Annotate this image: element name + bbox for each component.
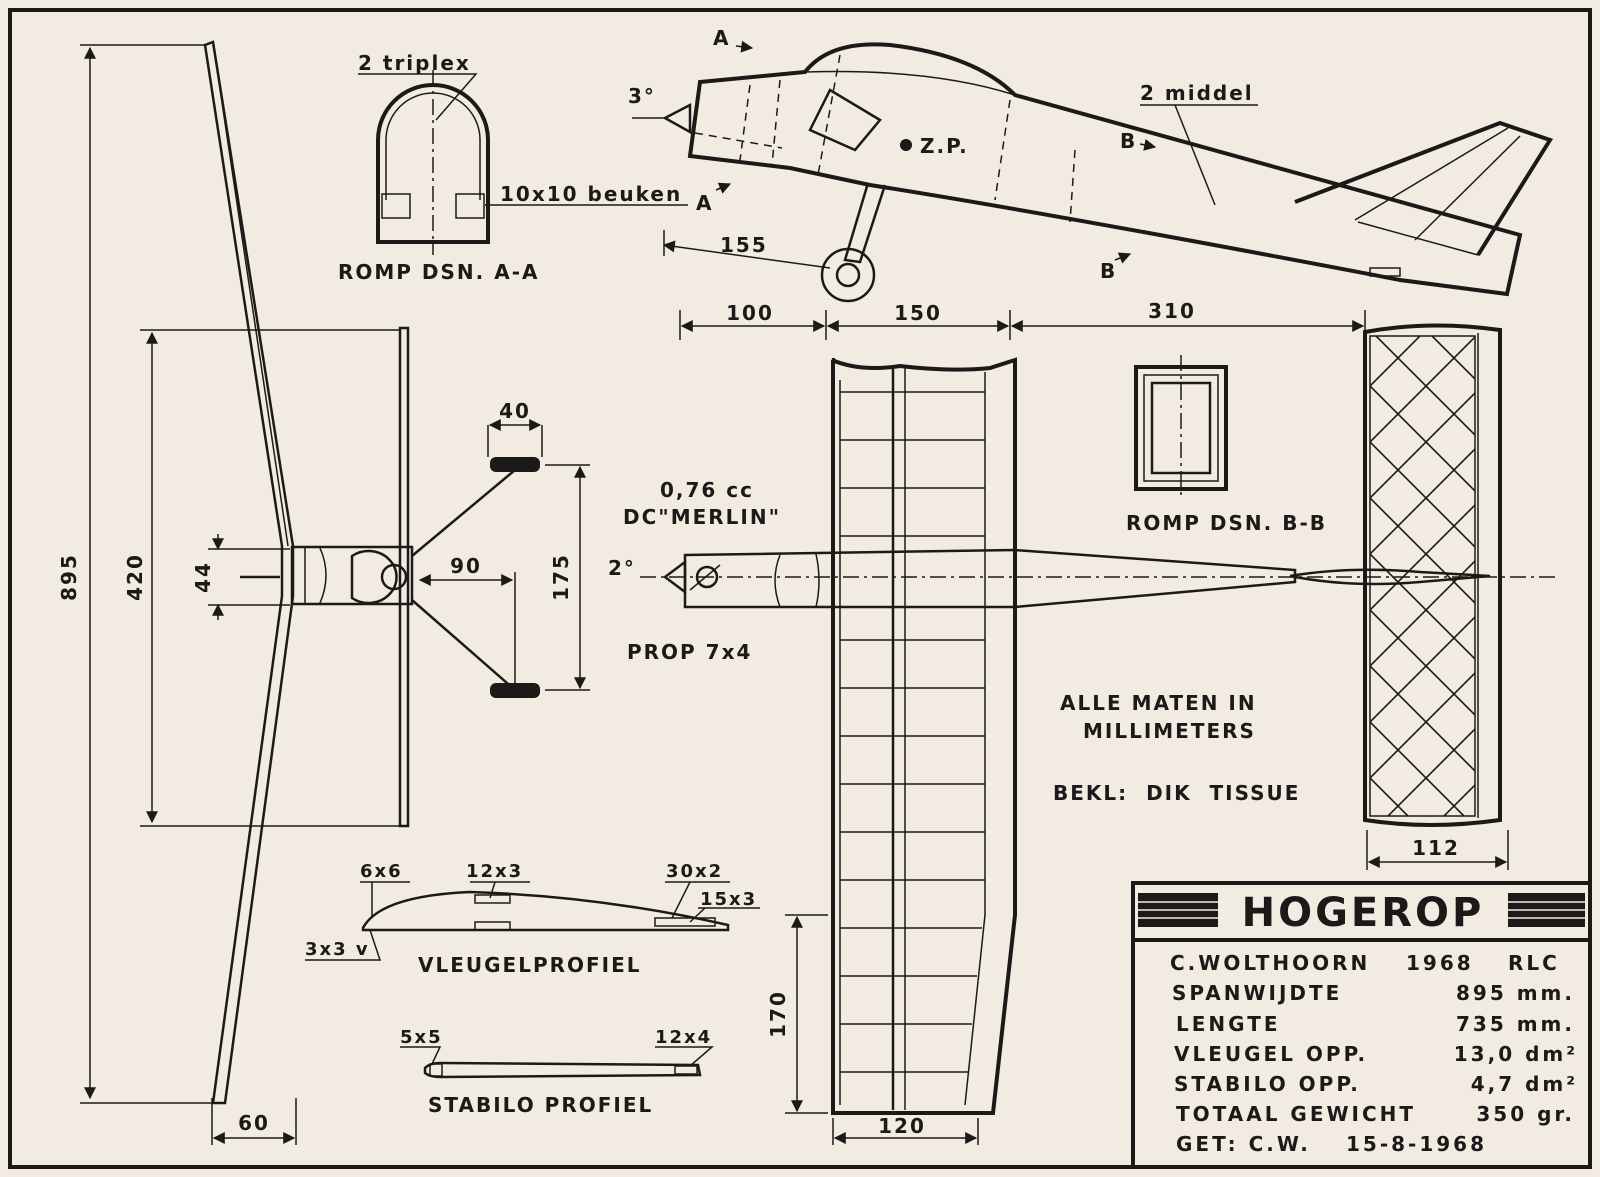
spinner	[380, 563, 408, 591]
side-fuselage	[687, 42, 1523, 297]
title-block: HOGEROP C.WOLTHOORN 1968 RLC SPANWIJDTE …	[1131, 881, 1592, 1169]
top-view: 2° 170 120 112	[608, 323, 1555, 1145]
spec-club: RLC	[1508, 951, 1560, 975]
spec-row-value: 895 mm.	[1456, 981, 1575, 1005]
dim-170: 170	[766, 990, 790, 1038]
cg-mark	[900, 139, 912, 151]
spec-row-value: 350 gr.	[1476, 1102, 1575, 1126]
left-wheel	[490, 457, 540, 472]
stabilo-profile: 5x5 12x4 STABILO PROFIEL	[400, 1027, 715, 1117]
label-sec-a1: A	[713, 26, 730, 50]
spec-row-label: TOTAAL GEWICHT	[1176, 1102, 1416, 1126]
label-sec-a2: A	[696, 191, 713, 215]
wing-profile: 6x6 12x3 30x2 15x3 3x3 v VLEUGELPROFIEL	[305, 861, 760, 977]
dim-120: 120	[878, 1114, 926, 1138]
spec-row-label: VLEUGEL OPP.	[1174, 1042, 1368, 1066]
dim-310: 310	[1148, 299, 1196, 323]
dim-44: 44	[191, 561, 215, 593]
spec-row-value: 4,7 dm²	[1471, 1072, 1578, 1096]
front-wing	[203, 40, 295, 1105]
section-b-b: ROMP DSN. B-B	[1126, 355, 1327, 535]
note-alle-maten-1: ALLE MATEN IN	[1060, 691, 1257, 715]
top-fuselage	[683, 548, 1297, 609]
dim-175: 175	[549, 553, 573, 601]
front-fin	[398, 326, 410, 828]
right-wheel	[490, 683, 540, 698]
spec-author: C.WOLTHOORN	[1170, 951, 1370, 975]
title-hogerop: HOGEROP	[1242, 890, 1485, 936]
spec-date: 15-8-1968	[1346, 1132, 1487, 1156]
dim-155: 155	[720, 233, 768, 257]
label-angle-top: 2°	[608, 556, 636, 580]
label-beuken: 10x10 beuken	[500, 182, 682, 206]
label-engine-cc: 0,76 cc	[660, 478, 754, 502]
dim-112: 112	[1412, 836, 1460, 860]
side-wheel	[820, 247, 876, 303]
spec-row-label: SPANWIJDTE	[1172, 981, 1342, 1005]
top-dimensions: 100 150 310	[679, 299, 1366, 340]
label-prop: PROP 7x4	[627, 640, 752, 664]
label-5x5: 5x5	[400, 1027, 443, 1048]
label-vleugelprofiel: VLEUGELPROFIEL	[418, 953, 642, 977]
label-angle-side: 3°	[628, 84, 656, 108]
spec-year: 1968	[1406, 951, 1474, 975]
wing-ribs	[840, 391, 985, 1073]
label-romp-a: ROMP DSN. A-A	[338, 260, 540, 284]
label-sec-b1: B	[1120, 129, 1137, 153]
front-view: 895 420 44 60 40 175 90	[57, 40, 590, 1145]
dim-tail-span: 420	[123, 553, 147, 601]
label-15x3: 15x3	[700, 889, 757, 910]
dim-60: 60	[238, 1111, 270, 1135]
top-wing	[831, 357, 1017, 1115]
label-sec-b2: B	[1100, 259, 1117, 283]
label-12x3: 12x3	[466, 861, 523, 882]
label-3x3v: 3x3 v	[305, 939, 370, 960]
dim-90: 90	[450, 554, 482, 578]
dim-span: 895	[57, 553, 81, 601]
spec-row-label: STABILO OPP.	[1174, 1072, 1361, 1096]
label-romp-b: ROMP DSN. B-B	[1126, 511, 1327, 535]
dim-100: 100	[726, 301, 774, 325]
section-a-a: 2 triplex 10x10 beuken ROMP DSN. A-A	[338, 51, 688, 284]
sheet-border	[8, 8, 1592, 1169]
side-view: 3° Z.P. 2 middel A A B B 155	[628, 26, 1554, 303]
spec-row-label: LENGTE	[1176, 1012, 1281, 1036]
label-12x4: 12x4	[655, 1027, 712, 1048]
dim-150: 150	[894, 301, 942, 325]
side-fin	[1294, 120, 1554, 257]
label-stabilo-profiel: STABILO PROFIEL	[428, 1093, 653, 1117]
dim-40: 40	[499, 399, 531, 423]
label-engine-name: DC"MERLIN"	[623, 505, 781, 529]
label-6x6: 6x6	[360, 861, 403, 882]
spec-row-value: 735 mm.	[1456, 1012, 1575, 1036]
label-zp: Z.P.	[920, 134, 969, 158]
spec-drawn-by: GET: C.W.	[1176, 1132, 1311, 1156]
note-alle-maten-2: MILLIMETERS	[1083, 719, 1256, 743]
label-30x2: 30x2	[666, 861, 723, 882]
label-triplex: 2 triplex	[358, 51, 471, 75]
note-bekl: BEKL: DIK TISSUE	[1053, 781, 1300, 805]
spec-row-value: 13,0 dm²	[1454, 1042, 1578, 1066]
top-stabilizer	[1363, 323, 1502, 827]
label-middel: 2 middel	[1140, 81, 1254, 105]
